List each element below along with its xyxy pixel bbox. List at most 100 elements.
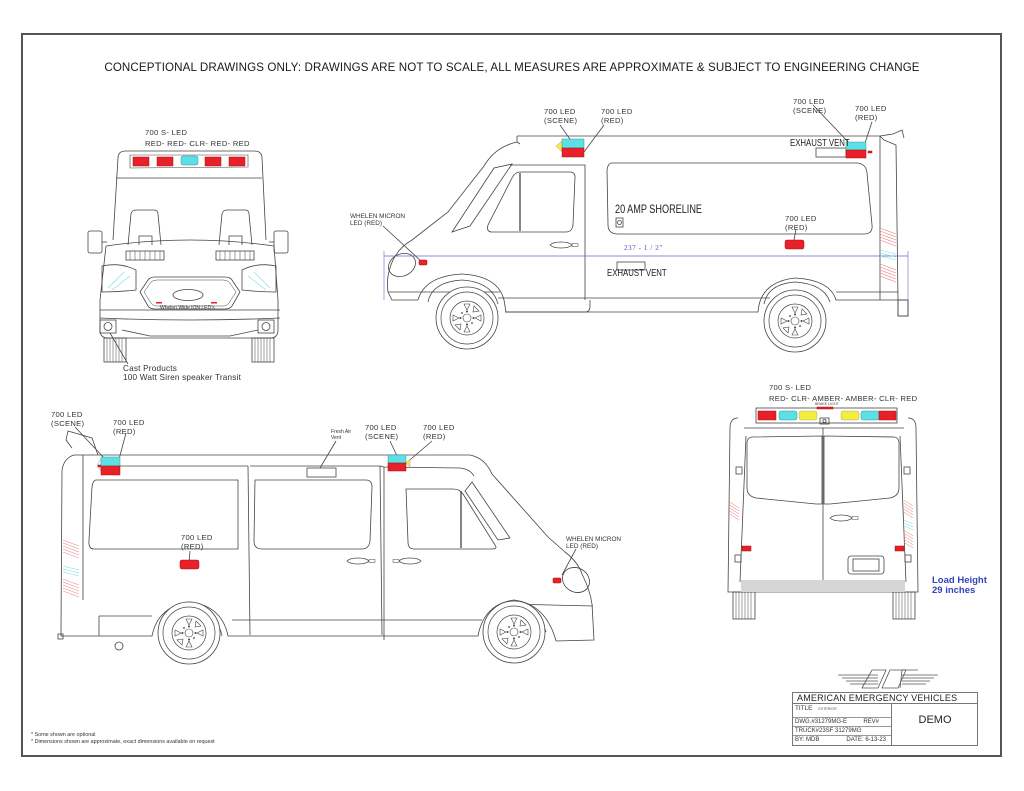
led-marker — [97, 464, 102, 468]
rear-reflector-right — [894, 545, 905, 552]
label-line: 700 LED — [181, 533, 213, 542]
passenger-rear-scene-led-label: 700 LED(SCENE) — [51, 410, 85, 428]
label-line: 700 LED — [793, 97, 825, 106]
front-grille-led-label: Whelen Wide ION LED's — [160, 305, 215, 311]
label-line: Fresh Air — [331, 429, 352, 435]
label-line: 29 inches — [932, 585, 976, 597]
label-line: 700 LED — [855, 104, 887, 113]
led-red-side — [179, 559, 200, 570]
truck-row: TRUCK#23SF 31279MG — [793, 727, 891, 736]
label-line: (RED) — [855, 112, 878, 122]
brake-light-label: BRAKE LIGHT — [815, 402, 839, 406]
passenger-rear-red-led-label: 700 LED(RED) — [113, 418, 145, 436]
label-line: 700 LED — [423, 423, 455, 432]
led-red — [132, 156, 150, 167]
label-line: 700 LED — [544, 107, 576, 116]
label-line: LED (RED) — [350, 220, 382, 228]
led-marker — [867, 150, 873, 154]
label-line: WHELEN MICRON — [566, 536, 622, 543]
drawing-notes: * Some shown are optional * Dimensions s… — [31, 732, 215, 746]
led-clear — [180, 155, 199, 166]
drawn-by: BY: MDB — [795, 737, 820, 743]
led-clear — [860, 410, 880, 421]
grille-led-right — [211, 302, 217, 304]
aev-logo — [838, 669, 938, 689]
led-scene — [561, 138, 585, 149]
note-dimensions: * Dimensions shown are approximate, exac… — [31, 739, 215, 746]
led-red — [387, 462, 407, 472]
led-red — [156, 156, 174, 167]
passenger-side-leds — [96, 454, 562, 584]
label-line: 700 LED — [51, 410, 83, 419]
led-red — [757, 410, 777, 421]
micron-led — [418, 259, 428, 266]
led-clear — [778, 410, 798, 421]
overall-length-dimension: 237 - 1 / 2" — [624, 244, 663, 252]
micron-led — [552, 577, 562, 584]
label-line: LED (RED) — [566, 543, 598, 551]
grille-led-left — [156, 302, 162, 304]
label-line: (RED) — [423, 431, 446, 441]
label-line: Vent — [331, 434, 342, 441]
led-amber-marker — [555, 140, 563, 153]
label-line: (RED) — [181, 541, 204, 551]
driver-side-red-led-label: 700 LED(RED) — [785, 214, 817, 232]
exhaust-vent-bottom-label: EXHAUST VENT — [607, 268, 667, 279]
rear-lightbar-leds — [741, 406, 905, 552]
truck-number: TRUCK#23SF 31279MG — [795, 728, 862, 734]
label-line: (SCENE) — [793, 105, 827, 115]
label-line: (SCENE) — [51, 418, 85, 428]
siren-speaker-label-line2: 100 Watt Siren speaker Transit — [123, 373, 242, 382]
shoreline-label: 20 AMP SHORELINE — [615, 202, 703, 216]
label-line: 700 LED — [113, 418, 145, 427]
label-line: 700 LED — [601, 107, 633, 116]
passenger-front-red-led-label: 700 LED(RED) — [423, 423, 455, 441]
title-label: TITLE — [795, 705, 813, 712]
rear-lightbar-model-label: 700 S- LED — [769, 383, 812, 392]
led-red — [878, 410, 897, 421]
label-line: 700 LED — [365, 423, 397, 432]
label-line: (RED) — [785, 222, 808, 232]
led-amber — [840, 410, 860, 421]
led-red — [845, 149, 867, 159]
front-view — [87, 150, 289, 365]
revision-label: REV# — [863, 719, 879, 725]
led-red — [100, 465, 121, 476]
driver-front-scene-led-label: 700 LED(SCENE) — [544, 107, 577, 125]
passenger-front-scene-led-label: 700 LED(SCENE) — [365, 423, 399, 441]
driver-side-view — [382, 104, 909, 317]
label-line: WHELEN MICRON — [350, 213, 406, 220]
led-red — [561, 147, 585, 158]
rear-bumper-step — [741, 580, 905, 592]
led-red — [204, 156, 222, 167]
customer-name: DEMO — [918, 714, 952, 726]
front-lightbar-leds — [132, 155, 246, 167]
brake-light — [816, 406, 834, 410]
label-line: (SCENE) — [365, 431, 399, 441]
label-line: (RED) — [601, 115, 624, 125]
front-lightbar-colors-label: RED- RED- CLR- RED- RED — [145, 139, 250, 148]
front-lightbar-model-label: 700 S- LED — [145, 128, 188, 137]
led-scene — [100, 456, 121, 467]
drawing-sheet-border — [21, 33, 1002, 757]
note-optional: * Some shown are optional — [31, 732, 96, 738]
exhaust-vent-top-label: EXHAUST VENT — [790, 138, 850, 149]
led-red-side — [784, 239, 805, 250]
driver-front-red-led-label: 700 LED(RED) — [601, 107, 633, 125]
label-line: (RED) — [113, 426, 136, 436]
label-line: Load Height — [932, 575, 987, 586]
drawing-disclaimer-heading: CONCEPTIONAL DRAWINGS ONLY: DRAWINGS ARE… — [104, 61, 920, 74]
led-amber-marker — [405, 458, 411, 468]
driver-rear-red-led-label: 700 LED(RED) — [855, 104, 887, 122]
led-red — [228, 156, 246, 167]
rear-lightbar-colors-label: RED- CLR- AMBER- AMBER- CLR- RED — [769, 394, 918, 403]
